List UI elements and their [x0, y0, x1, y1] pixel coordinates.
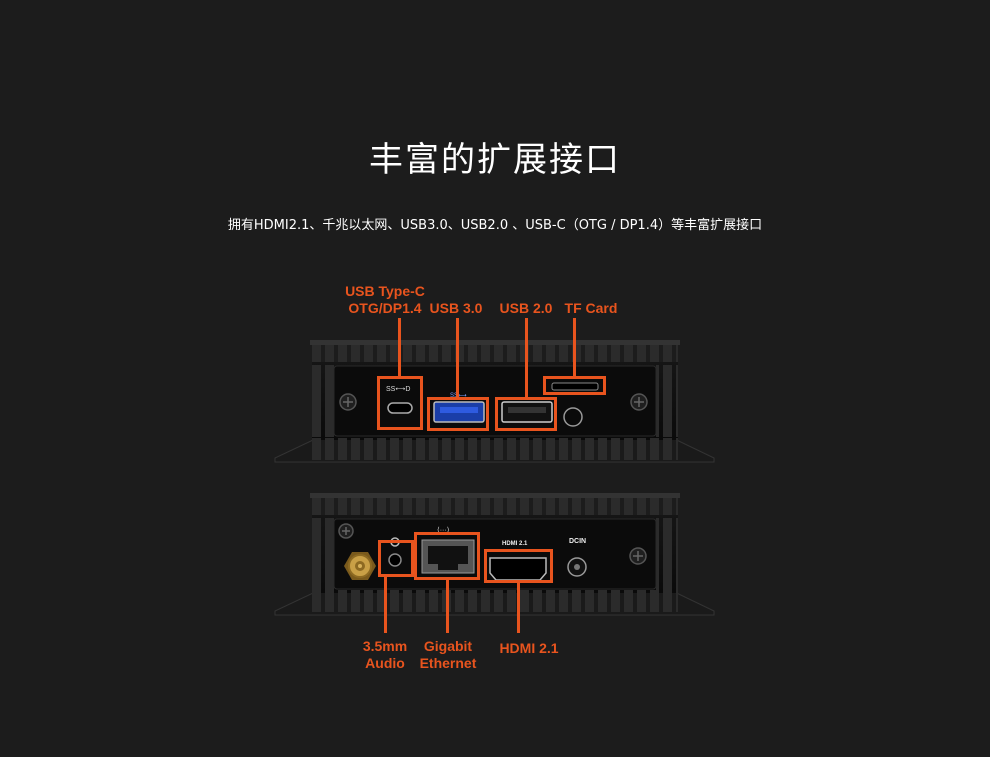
hdmi-marking: HDMI 2.1 — [502, 541, 528, 547]
usb-c-port — [387, 402, 413, 414]
tf-card-label: TF Card — [564, 300, 618, 316]
tf-card-highlight — [543, 376, 606, 395]
antenna-connector — [344, 552, 376, 580]
usb2-highlight — [495, 397, 557, 431]
hdmi-callout-line — [517, 583, 520, 633]
hdmi-label: HDMI 2.1 — [499, 640, 559, 656]
ethernet-callout-line — [446, 580, 449, 633]
usb3-label: USB 3.0 — [429, 300, 483, 316]
usb-c-highlight — [377, 376, 423, 430]
audio-highlight — [378, 540, 414, 577]
tf-callout-line — [573, 318, 576, 376]
ethernet-label: Gigabit Ethernet — [419, 638, 477, 671]
usb2-label: USB 2.0 — [499, 300, 553, 316]
usb-c-label: USB Type-C OTG/DP1.4 — [345, 283, 425, 316]
audio-jack — [388, 553, 402, 567]
tf-card-slot — [551, 382, 599, 391]
audio-callout-line — [384, 577, 387, 633]
page-title: 丰富的扩展接口 — [369, 140, 621, 180]
dcin-marking: DCIN — [569, 538, 587, 545]
page-subtitle: 拥有HDMI2.1、千兆以太网、USB3.0、USB2.0 、USB-C（OTG… — [227, 218, 763, 233]
ethernet-marking: ⟨···⟩ — [437, 527, 450, 534]
usb-c-callout-line — [398, 318, 401, 376]
usb3-highlight — [427, 397, 489, 431]
rear-bottom-fins — [312, 590, 678, 612]
usb3-callout-line — [456, 318, 459, 397]
usb2-callout-line — [525, 318, 528, 397]
power-button — [563, 407, 583, 427]
usb-c-marking: SS⟷D — [386, 386, 411, 393]
ethernet-highlight — [414, 532, 480, 580]
hdmi-highlight — [484, 549, 553, 583]
audio-label: 3.5mm Audio — [362, 638, 408, 671]
front-bottom-fins — [312, 438, 678, 460]
